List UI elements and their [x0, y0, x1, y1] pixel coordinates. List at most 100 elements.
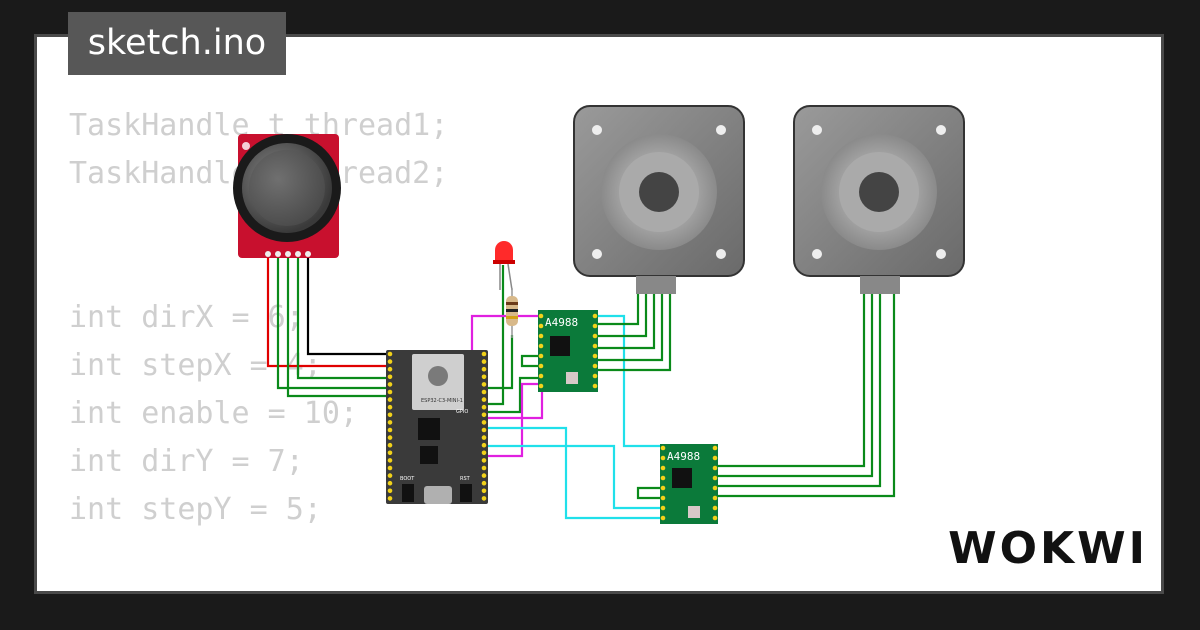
mcu-pin-right: [481, 435, 487, 440]
mcu-pin-right: [481, 374, 487, 380]
wire-joystick-gnd: [306, 256, 390, 356]
driver2-pin: [712, 505, 718, 511]
wire-driver1-driver2-en: [598, 314, 660, 448]
driver1-pin: [592, 333, 598, 339]
mcu-pin-left: [387, 389, 393, 395]
mcu-pin-right: [481, 496, 487, 501]
driver1-pin: [592, 383, 598, 389]
mcu-pin-left: [387, 473, 393, 478]
driver2-pin: [712, 445, 718, 451]
rst-label: RST: [460, 476, 471, 482]
driver-1-label: A4988: [545, 316, 578, 329]
mcu-pin-left: [387, 359, 393, 364]
esp32-c3-board[interactable]: ESP32-C3-MINI-1 GPIO BOOT RST: [386, 350, 488, 504]
mcu-pin-left: [387, 496, 393, 501]
wire-motor2-a: [718, 276, 866, 468]
wire-joystick-sw: [296, 256, 390, 380]
wire-mcu-driver1-a: [484, 376, 540, 414]
mcu-pin-right: [481, 359, 487, 364]
code-line: int dirY = 7;: [69, 444, 304, 479]
wires: [266, 256, 896, 520]
driver2-pin: [660, 465, 666, 471]
mcu-pin-left: [387, 382, 393, 387]
driver1-pin: [538, 313, 544, 319]
stepper-motor-1[interactable]: [573, 105, 745, 294]
code-line: TaskHandle_t thread1;: [69, 108, 449, 143]
mcu-pin-right: [481, 473, 487, 478]
driver2-pin: [660, 495, 666, 501]
mcu-pin-left: [387, 435, 393, 440]
mcu-pin-left: [387, 480, 393, 486]
wire-motor2-b: [718, 276, 874, 478]
wire-resistor-mcu: [484, 335, 514, 390]
mcu-pin-right: [481, 397, 487, 402]
driver1-pin: [538, 343, 544, 349]
wire-joystick-y: [286, 256, 390, 398]
driver1-pin: [592, 323, 598, 329]
driver1-pin: [538, 353, 544, 359]
mcu-pin-right: [481, 458, 487, 463]
driver1-pin: [592, 313, 598, 319]
driver2-pin: [660, 505, 666, 511]
a4988-driver-2[interactable]: A4988: [660, 444, 718, 524]
driver2-pin: [712, 495, 718, 501]
driver1-pin: [592, 353, 598, 359]
mcu-pin-right: [481, 488, 487, 494]
driver1-pin: [592, 373, 598, 379]
mcu-pin-left: [387, 458, 393, 463]
driver1-pin: [538, 323, 544, 329]
driver2-pin: [712, 465, 718, 471]
wire-motor1-d: [598, 276, 664, 362]
mcu-pin-right: [481, 465, 487, 471]
mcu-pin-right: [481, 427, 487, 433]
driver2-pin: [712, 515, 718, 521]
esp32-pins: [387, 351, 487, 501]
code-line: int enable = 10;: [69, 396, 358, 431]
resistor[interactable]: [506, 288, 518, 338]
wire-joystick-x: [276, 256, 390, 390]
mcu-pin-left: [387, 465, 393, 471]
module-label: ESP32-C3-MINI-1: [421, 398, 463, 404]
driver2-pin: [660, 485, 666, 491]
mcu-pin-left: [387, 397, 393, 402]
mcu-pin-left: [387, 412, 393, 418]
gpio-label: GPIO: [456, 409, 468, 415]
mcu-pin-left: [387, 420, 393, 425]
wire-motor1-b: [598, 276, 648, 338]
code-line: int led = 2;: [69, 582, 448, 591]
wire-mcu-driver2-a: [484, 426, 660, 520]
mcu-pin-right: [481, 389, 487, 395]
driver2-pin: [712, 475, 718, 481]
mcu-pin-right: [481, 366, 487, 372]
boot-label: BOOT: [400, 476, 415, 482]
wire-mcu-driver2-b: [484, 444, 660, 510]
mcu-pin-left: [387, 488, 393, 494]
wire-mcu-driver1-en: [484, 382, 540, 458]
wire-driver1-loop: [520, 354, 540, 368]
wire-motor1-c: [598, 276, 656, 350]
driver-pins: [538, 313, 718, 521]
driver1-pin: [538, 373, 544, 379]
driver2-pin: [712, 455, 718, 461]
driver2-pin: [660, 445, 666, 451]
driver2-pin: [712, 485, 718, 491]
wire-motor2-c: [718, 276, 882, 488]
red-led[interactable]: [493, 241, 515, 291]
mcu-pin-right: [481, 480, 487, 486]
driver1-pin: [592, 363, 598, 369]
file-tab[interactable]: sketch.ino: [68, 12, 286, 75]
driver2-pin: [660, 475, 666, 481]
mcu-pin-right: [481, 351, 487, 357]
mcu-pin-left: [387, 366, 393, 372]
mcu-pin-left: [387, 442, 393, 448]
wire-motor2-d: [718, 276, 896, 498]
mcu-pin-left: [387, 450, 393, 456]
wire-motor1-e: [598, 276, 672, 372]
a4988-driver-1[interactable]: A4988: [538, 310, 598, 392]
joystick-module[interactable]: [233, 134, 341, 258]
mcu-pin-right: [481, 450, 487, 456]
wire-joystick-vcc: [266, 256, 390, 368]
stepper-motor-2[interactable]: [793, 105, 965, 294]
code-line: int stepY = 5;: [69, 492, 322, 527]
